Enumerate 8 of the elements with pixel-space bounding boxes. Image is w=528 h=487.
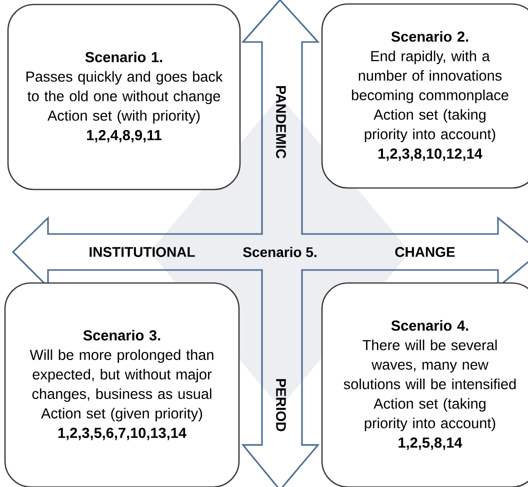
scenario-box: Scenario 4. There will be several waves, many new solutions will be intensified Action set (taking priority into account) 1,2,5,8,14	[321, 282, 528, 487]
arrow-label: INSTITUTIONAL	[90, 247, 195, 257]
scenario-box: Scenario 3. Will be more prolonged than expected, but without major changes, business as usual Action set (given priority) 1,2,3,5,6,7,10,13,14	[4, 282, 240, 487]
arrow-label: PERIOD	[276, 379, 286, 432]
arrow-label: PANDEMIC	[276, 86, 286, 158]
scenario-box: Scenario 1. Passes quickly and goes back to the old one without change Action set (with priority) 1,2,4,8,9,11	[7, 4, 241, 190]
arrow-label: CHANGE	[395, 247, 455, 257]
scenario-box: Scenario 2. End rapidly, with a number of innovations becoming commonplace Action set (taking priority into account) 1,2,3,8,10,12,14	[321, 3, 528, 189]
